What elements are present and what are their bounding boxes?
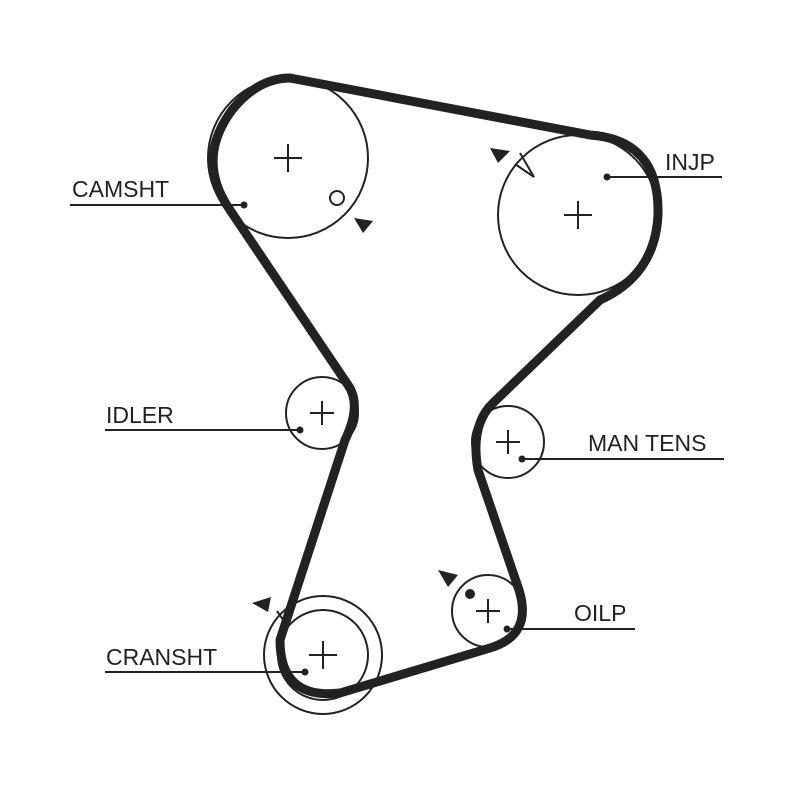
pulley-center-cross-icon — [309, 641, 337, 669]
label-oil-pump: OILP — [574, 600, 626, 626]
pulley-center-cross-icon — [496, 430, 520, 454]
pulley-center-cross-icon — [310, 401, 334, 425]
timing-mark-triangle-icon — [438, 570, 458, 587]
pulley-center-cross-icon — [476, 599, 500, 623]
label-manual-tensioner: MAN TENS — [588, 430, 706, 456]
crankshaft-timing-mark — [252, 597, 287, 625]
timing-mark-triangle-icon — [354, 218, 373, 233]
timing-mark-dot-icon — [465, 589, 475, 599]
pulley-center-cross-icon — [274, 144, 302, 172]
label-idler: IDLER — [106, 402, 174, 428]
label-crankshaft: CRANSHT — [106, 644, 217, 670]
timing-mark-circle-icon — [329, 190, 345, 206]
timing-mark-pointer-icon — [514, 152, 535, 178]
leader-lines — [70, 173, 724, 676]
injection-pump-timing-mark — [490, 148, 535, 178]
camshaft-timing-mark — [329, 190, 373, 233]
timing-mark-triangle-icon — [252, 597, 271, 612]
timing-mark-triangle-icon — [490, 148, 510, 163]
timing-belt — [208, 73, 663, 699]
label-camshaft: CAMSHT — [72, 176, 169, 202]
oil-pump-timing-mark — [438, 570, 475, 599]
label-injection-pump: INJP — [665, 149, 715, 175]
pulley-center-cross-icon — [564, 201, 592, 229]
